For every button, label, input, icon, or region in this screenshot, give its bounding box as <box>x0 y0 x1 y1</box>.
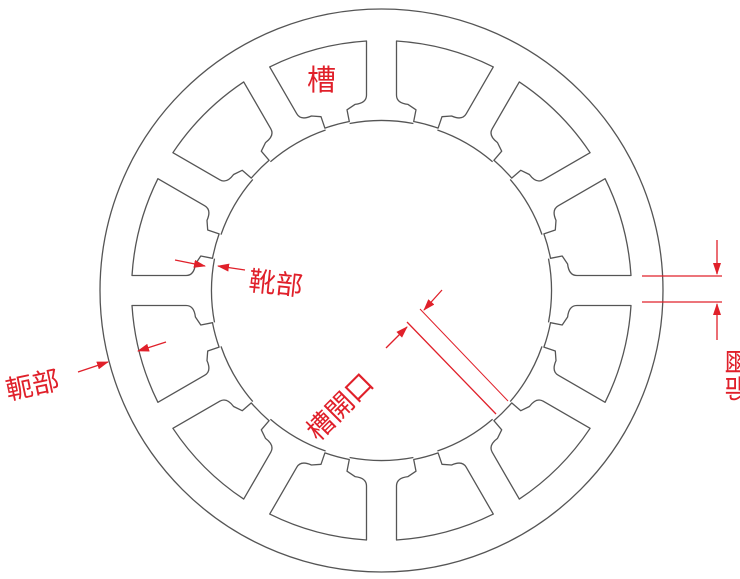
tooth-tip-arc <box>269 418 326 452</box>
tooth-tip-arc <box>437 418 494 452</box>
shoe-annotation: 靴部 <box>174 259 304 303</box>
slot-outline <box>395 40 494 129</box>
slot-outline <box>490 399 591 500</box>
slot-outline <box>543 178 632 277</box>
slot-outline <box>131 178 220 277</box>
slot-opening-label: 槽開口 <box>301 368 380 447</box>
slot-outline <box>490 81 591 182</box>
tooth-tip-arc <box>437 129 494 163</box>
tooth-label: 齒部 <box>721 348 740 402</box>
slot-outline <box>269 452 368 541</box>
tooth-tip-arc <box>349 119 414 125</box>
slot-outline <box>131 304 220 403</box>
tooth-tip-arc <box>220 178 254 235</box>
slot-outline <box>543 304 632 403</box>
tooth-tip-arc <box>220 346 254 403</box>
slot-outline <box>172 399 273 500</box>
tooth-tip-arc <box>509 178 543 235</box>
tooth-tip-arc <box>349 456 414 462</box>
yoke-annotation: 軛部 <box>3 341 167 407</box>
stator-outer-circle <box>99 8 664 573</box>
bore-segments <box>210 119 553 462</box>
slot-outline <box>172 81 273 182</box>
slot-outline <box>395 452 494 541</box>
tooth-tip-arc <box>210 258 216 323</box>
shoe-label: 靴部 <box>247 266 304 302</box>
slot-label: 槽 <box>307 63 336 97</box>
tooth-annotation: 齒部 <box>642 240 740 402</box>
slot-opening-annotation: 槽開口 <box>301 289 509 447</box>
slots-group <box>131 40 632 541</box>
tooth-tip-arc <box>509 346 543 403</box>
yoke-label: 軛部 <box>3 365 62 407</box>
tooth-tip-arc <box>547 258 553 323</box>
slot-outline <box>269 40 368 129</box>
tooth-tip-arc <box>269 129 326 163</box>
